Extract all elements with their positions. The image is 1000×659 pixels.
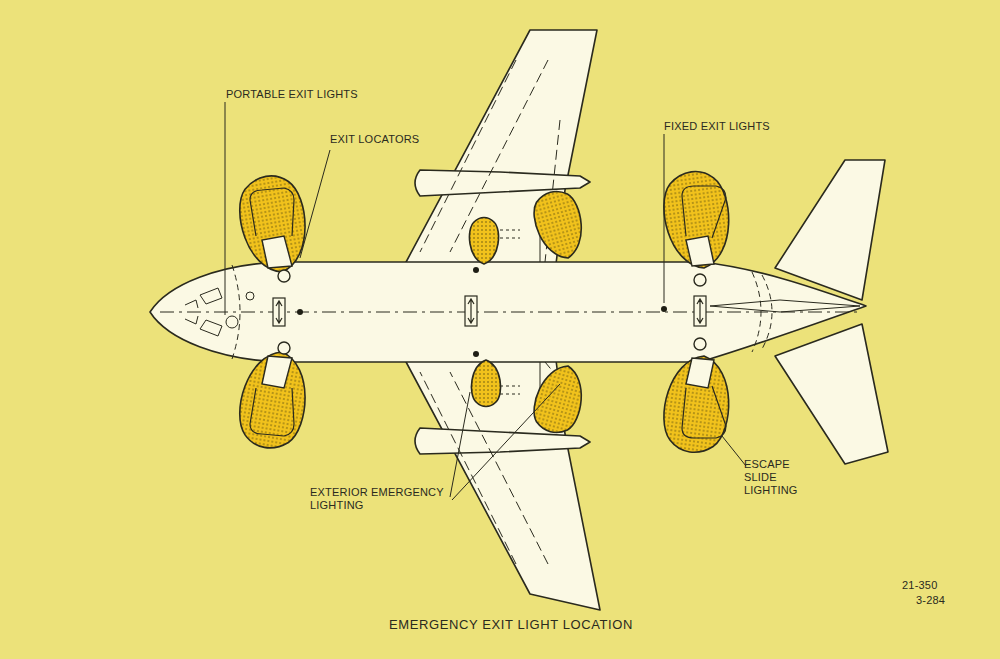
escape-slide-light (234, 171, 314, 278)
portable-light (246, 292, 254, 300)
light-lobes (234, 168, 736, 457)
figure-number: 21-350 (902, 579, 937, 592)
detail-lines (160, 60, 860, 564)
upper-stabilizer (775, 160, 885, 300)
exit-locators (273, 296, 706, 326)
upper-wing (405, 30, 597, 264)
exterior-light (529, 186, 590, 263)
fixed-exit-lights (297, 267, 667, 357)
leader-label: EXTERIOR EMERGENCY LIGHTING (310, 486, 450, 512)
figure-number: 3-284 (916, 594, 945, 607)
lower-stabilizer (775, 324, 888, 464)
bulkheads (232, 265, 772, 359)
leader-label: PORTABLE EXIT LIGHTS (226, 88, 358, 101)
escape-slides (250, 186, 726, 438)
caption: EMERGENCY EXIT LIGHT LOCATION (389, 617, 633, 632)
leader-lines (225, 102, 746, 500)
exterior-light (469, 218, 498, 265)
cockpit-windows (185, 288, 222, 336)
leader-label: FIXED EXIT LIGHTS (664, 120, 770, 133)
escape-slide-light (659, 168, 736, 273)
escape-slide-light (659, 352, 736, 457)
portable-light (226, 316, 238, 328)
exterior-light (529, 360, 590, 437)
exterior-light (471, 360, 500, 407)
escape-slide-light (234, 346, 314, 453)
fin (710, 300, 860, 312)
airframe (150, 30, 888, 610)
leader-label: ESCAPE SLIDE LIGHTING (744, 458, 816, 497)
centerline (160, 312, 860, 313)
lower-wing (405, 360, 600, 610)
fuselage (150, 262, 866, 362)
gear-marks (500, 230, 520, 394)
leader-label: EXIT LOCATORS (330, 133, 419, 146)
